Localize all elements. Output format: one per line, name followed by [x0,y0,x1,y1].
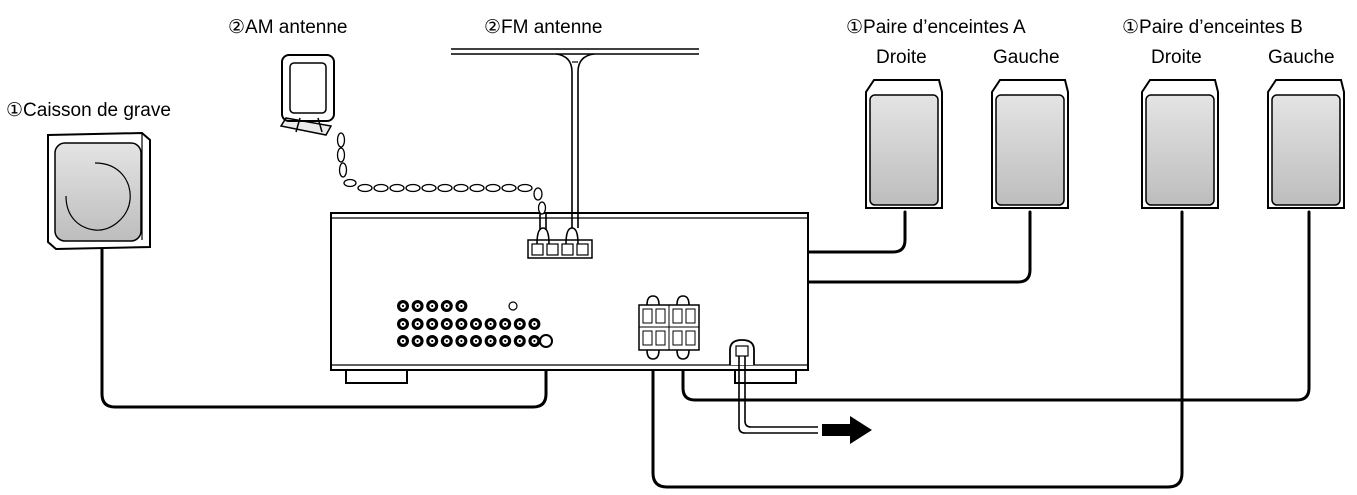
speaker-b-right [1141,79,1219,209]
rca-jack [499,335,512,347]
rca-jack [426,300,439,312]
speaker-a-right-label: Droite [876,47,927,68]
speaker-a-left [991,79,1069,209]
rca-jack [528,318,541,330]
fm-antenna-label: ②FM antenne [484,17,602,38]
panel-hole [508,301,518,311]
speaker-terminals [638,295,700,360]
rca-jack [440,335,453,347]
rca-jack [455,318,468,330]
rca-jack [440,318,453,330]
speaker-a-left-label: Gauche [993,47,1060,68]
rca-jack [397,300,409,312]
rca-jack [411,335,424,347]
speaker-b-right-label: Droite [1151,47,1202,68]
rca-jack [470,318,482,330]
rca-jack [426,318,439,330]
rca-jack [426,335,439,347]
rca-jack [455,335,468,347]
speaker-b-left-label: Gauche [1268,47,1335,68]
rca-jack [455,300,468,312]
rca-jack [484,335,497,347]
speaker-pair-a-label: ①Paire d’enceintes A [846,17,1026,38]
speaker-pair-b-label: ①Paire d’enceintes B [1122,17,1303,38]
subwoofer-output-jack [539,334,553,348]
rca-jack [440,300,453,312]
am-antenna [279,54,547,230]
rca-jack [470,335,482,347]
fm-antenna [451,48,699,228]
rca-jack [484,318,497,330]
arrow-icon [822,416,872,444]
subwoofer [47,131,151,251]
power-cord [729,339,818,434]
am-antenna-twisted-lead [336,132,547,230]
rca-jack [397,335,409,347]
speaker-b-left [1267,79,1345,209]
antenna-terminals [527,227,593,259]
rca-jack [528,335,541,347]
subwoofer-cable [100,246,548,409]
am-antenna-label: ②AM antenne [228,17,348,38]
receiver-rear-panel [330,212,809,384]
subwoofer-label: ①Caisson de grave [6,100,171,121]
rca-jack [411,318,424,330]
rca-jack [397,318,409,330]
rca-jack [499,318,512,330]
rca-jack-panel [397,300,553,348]
rca-jack [513,318,526,330]
speaker-a-right [865,79,943,209]
rca-jack [513,335,526,347]
rca-jack [411,300,424,312]
